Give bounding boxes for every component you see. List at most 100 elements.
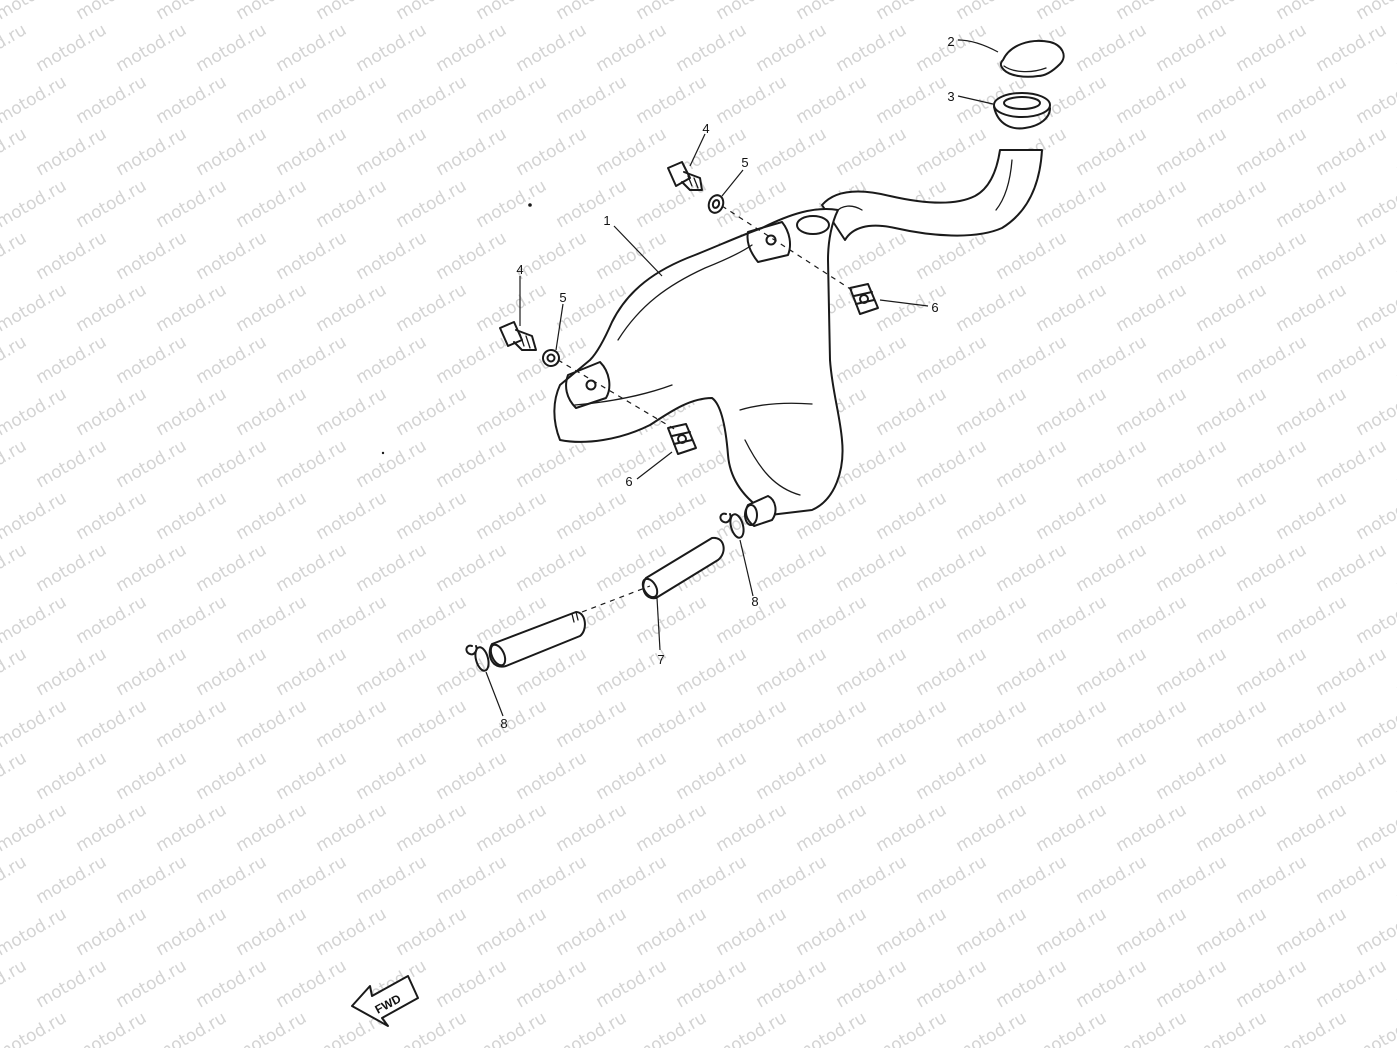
watermark-text: motod.ru [73, 176, 151, 232]
watermark-text: motod.ru [633, 488, 711, 544]
watermark-text: motod.ru [713, 1008, 791, 1048]
watermark-text: motod.ru [0, 280, 70, 336]
watermark-text: motod.ru [73, 0, 151, 24]
watermark-text: motod.ru [393, 592, 471, 648]
watermark-text: motod.ru [273, 644, 351, 700]
watermark-text: motod.ru [713, 72, 791, 128]
watermark-text: motod.ru [153, 696, 231, 752]
watermark-text: motod.ru [233, 696, 311, 752]
hose-clamp-lower[interactable] [465, 644, 491, 672]
watermark-text: motod.ru [0, 956, 30, 1012]
watermark-text: motod.ru [313, 280, 391, 336]
watermark-text: motod.ru [113, 20, 191, 76]
watermark-text: motod.ru [993, 956, 1071, 1012]
watermark-text: motod.ru [113, 852, 191, 908]
watermark-text: motod.ru [1193, 800, 1271, 856]
watermark-text: motod.ru [553, 72, 631, 128]
watermark-text: motod.ru [73, 384, 151, 440]
watermark-text: motod.ru [193, 644, 271, 700]
watermark-text: motod.ru [473, 696, 551, 752]
watermark-text: motod.ru [873, 72, 951, 128]
watermark-text: motod.ru [153, 176, 231, 232]
watermark-text: motod.ru [833, 956, 911, 1012]
watermark-text: motod.ru [1153, 124, 1231, 180]
watermark-text: motod.ru [73, 72, 151, 128]
watermark-text: motod.ru [433, 20, 511, 76]
watermark-text: motod.ru [0, 540, 30, 596]
watermark-text: motod.ru [553, 176, 631, 232]
watermark-text: motod.ru [1033, 800, 1111, 856]
watermark-text: motod.ru [1273, 280, 1351, 336]
watermark-text: motod.ru [633, 0, 711, 24]
watermark-text: motod.ru [193, 540, 271, 596]
watermark-text: motod.ru [1193, 696, 1271, 752]
watermark-text: motod.ru [953, 592, 1031, 648]
clip-nut-lower[interactable] [667, 423, 697, 455]
watermark-text: motod.ru [1193, 592, 1271, 648]
watermark-text: motod.ru [393, 800, 471, 856]
hose-lower-section[interactable] [488, 611, 586, 668]
watermark-text: motod.ru [793, 0, 871, 24]
watermark-text: motod.ru [1073, 748, 1151, 804]
callout-5-lower: 5 [559, 290, 566, 305]
watermark-text: motod.ru [273, 852, 351, 908]
watermark-text: motod.ru [1153, 956, 1231, 1012]
watermark-text: motod.ru [513, 540, 591, 596]
watermark-text: motod.ru [233, 0, 311, 24]
watermark-text: motod.ru [1353, 280, 1397, 336]
watermark-text: motod.ru [1033, 1008, 1111, 1048]
bolt-upper[interactable] [667, 161, 703, 191]
watermark-text: motod.ru [673, 20, 751, 76]
watermark-text: motod.ru [473, 488, 551, 544]
watermark-text: motod.ru [233, 176, 311, 232]
watermark-text: motod.ru [113, 124, 191, 180]
watermark-text: motod.ru [753, 540, 831, 596]
watermark-text: motod.ru [673, 852, 751, 908]
watermark-text: motod.ru [1233, 124, 1311, 180]
cap-gasket[interactable] [993, 92, 1051, 130]
watermark-text: motod.ru [1073, 852, 1151, 908]
watermark-text: motod.ru [33, 436, 111, 492]
bolt-lower[interactable] [499, 321, 537, 351]
watermark-text: motod.ru [1033, 592, 1111, 648]
watermark-text: motod.ru [1273, 696, 1351, 752]
watermark-text: motod.ru [1233, 956, 1311, 1012]
watermark-text: motod.ru [1313, 20, 1391, 76]
watermark-text: motod.ru [1033, 176, 1111, 232]
hose-clamp-upper[interactable] [719, 512, 746, 539]
watermark-text: motod.ru [673, 956, 751, 1012]
watermark-text: motod.ru [1113, 800, 1191, 856]
watermark-text: motod.ru [1113, 904, 1191, 960]
watermark-text: motod.ru [473, 176, 551, 232]
callout-5-upper: 5 [741, 155, 748, 170]
watermark-text: motod.ru [353, 228, 431, 284]
watermark-text: motod.ru [0, 644, 30, 700]
callout-6-upper: 6 [931, 300, 938, 315]
assembly-lines [557, 205, 856, 613]
watermark-text: motod.ru [433, 748, 511, 804]
watermark-text: motod.ru [753, 20, 831, 76]
clip-nut-upper[interactable] [849, 283, 879, 315]
callout-8-lower: 8 [500, 716, 507, 731]
watermark-text: motod.ru [313, 488, 391, 544]
watermark-text: motod.ru [233, 488, 311, 544]
tank-cap[interactable] [999, 40, 1065, 78]
watermark-text: motod.ru [0, 124, 30, 180]
watermark-text: motod.ru [633, 176, 711, 232]
callout-8-upper: 8 [751, 594, 758, 609]
watermark-text: motod.ru [1073, 124, 1151, 180]
watermark-text: motod.ru [0, 696, 70, 752]
watermark-text: motod.ru [953, 280, 1031, 336]
watermark-text: motod.ru [353, 644, 431, 700]
watermark-text: motod.ru [1193, 176, 1271, 232]
stray-dot [381, 451, 385, 455]
watermark-text: motod.ru [1313, 124, 1391, 180]
watermark-text: motod.ru [713, 0, 791, 24]
hose-upper-section[interactable] [640, 536, 725, 600]
oil-tank[interactable] [553, 149, 1043, 527]
watermark-text: motod.ru [273, 748, 351, 804]
watermark-text: motod.ru [553, 696, 631, 752]
watermark-text: motod.ru [633, 800, 711, 856]
callout-4-upper: 4 [702, 121, 709, 136]
watermark-text: motod.ru [193, 852, 271, 908]
